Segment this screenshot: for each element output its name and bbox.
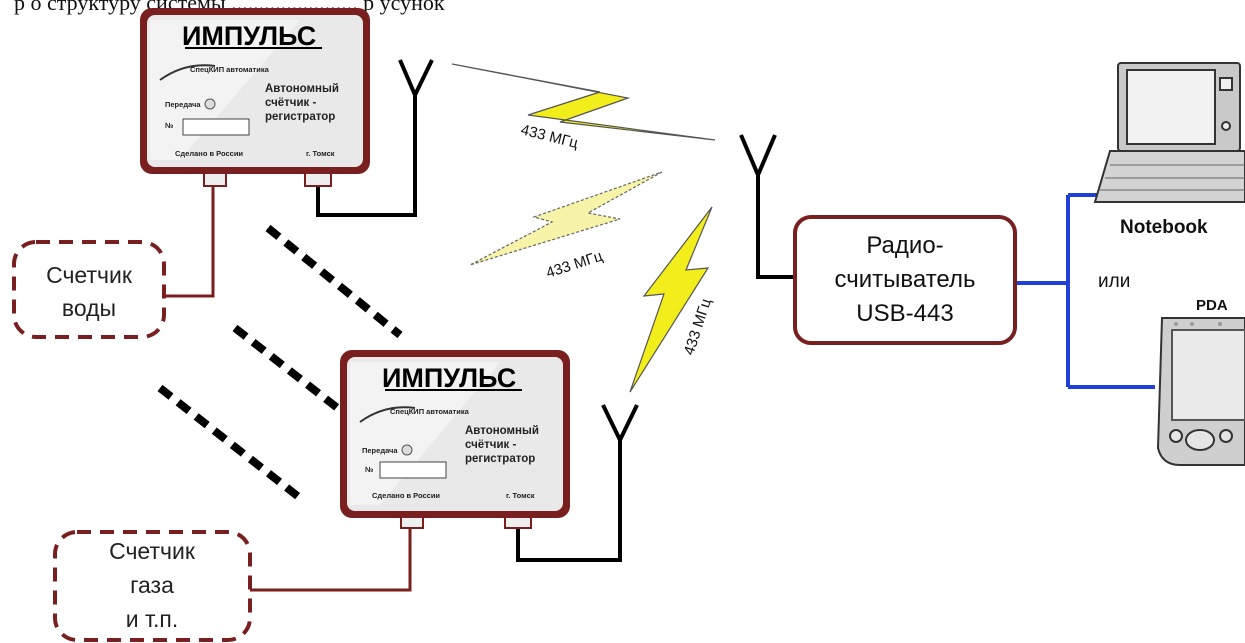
device-number-label: №	[365, 465, 373, 474]
device-logo: СпецКИП автоматика	[390, 407, 470, 416]
antenna-icon	[739, 134, 777, 177]
more-devices-dots	[157, 224, 403, 502]
led-indicator	[204, 98, 216, 110]
pda-icon	[1156, 317, 1245, 466]
reader-line3: USB-443	[856, 300, 953, 327]
radio-reader-box: Радио- считыватель USB-443	[793, 215, 1017, 345]
device-made-in: Сделано в России	[372, 491, 440, 500]
device-desc-line3: регистратор	[265, 111, 335, 123]
freq-label-1: 433 МГц	[519, 121, 580, 152]
wire-top-antenna	[316, 95, 417, 217]
device-city: г. Томск	[506, 491, 535, 500]
reader-line1: Радио-	[866, 232, 943, 259]
water-meter-line2: воды	[62, 295, 116, 321]
device-desc-line2: счётчик -	[465, 439, 516, 451]
wire-bottom-antenna	[516, 440, 622, 562]
gas-meter-line2: газа	[130, 572, 174, 598]
device-desc-line3: регистратор	[465, 453, 535, 465]
reader-line2: считыватель	[835, 266, 976, 293]
lightning-icon	[469, 171, 663, 266]
serial-number-plate	[182, 118, 250, 136]
device-desc-line2: счётчик -	[265, 97, 316, 109]
led-indicator	[401, 444, 413, 456]
device-desc-line1: Автономный	[265, 83, 339, 95]
or-label: или	[1098, 271, 1130, 292]
device-brand: ИМПУЛЬС	[382, 363, 516, 393]
device-made-in: Сделано в России	[175, 149, 243, 158]
logger-device-bottom: ИМПУЛЬС СпецКИП автоматика Автономный сч…	[340, 350, 570, 529]
water-meter-box: Счетчик воды	[12, 240, 166, 339]
logger-device-top: ИМПУЛЬС СпецКИП автоматика Автономный сч…	[140, 8, 370, 187]
wire-water-meter	[165, 178, 215, 298]
freq-label-2: 433 МГц	[544, 247, 605, 281]
device-brand: ИМПУЛЬС	[182, 21, 316, 51]
freq-label-3: 433 МГц	[681, 296, 715, 357]
device-city: г. Томск	[306, 149, 335, 158]
gas-meter-box: Счетчик газа и т.п.	[53, 530, 252, 642]
device-desc-line1: Автономный	[465, 425, 539, 437]
pda-label: PDA	[1196, 297, 1228, 314]
device-transmit-label: Передача	[165, 100, 201, 109]
lightning-icon	[451, 63, 716, 141]
serial-number-plate	[379, 461, 447, 479]
wire-gas-meter	[250, 520, 412, 592]
notebook-label: Notebook	[1120, 217, 1208, 238]
lightning-icon	[629, 206, 713, 393]
wire-reader-antenna	[756, 175, 795, 279]
gas-meter-line1: Счетчик	[109, 538, 196, 564]
usb-line	[1015, 193, 1155, 389]
gas-meter-line3: и т.п.	[126, 606, 178, 632]
device-transmit-label: Передача	[362, 446, 398, 455]
antenna-icon	[398, 59, 434, 97]
device-logo: СпецКИП автоматика	[190, 65, 270, 74]
laptop-icon	[1093, 62, 1245, 203]
water-meter-line1: Счетчик	[46, 262, 133, 288]
antenna-icon	[601, 404, 639, 442]
device-number-label: №	[165, 121, 173, 130]
